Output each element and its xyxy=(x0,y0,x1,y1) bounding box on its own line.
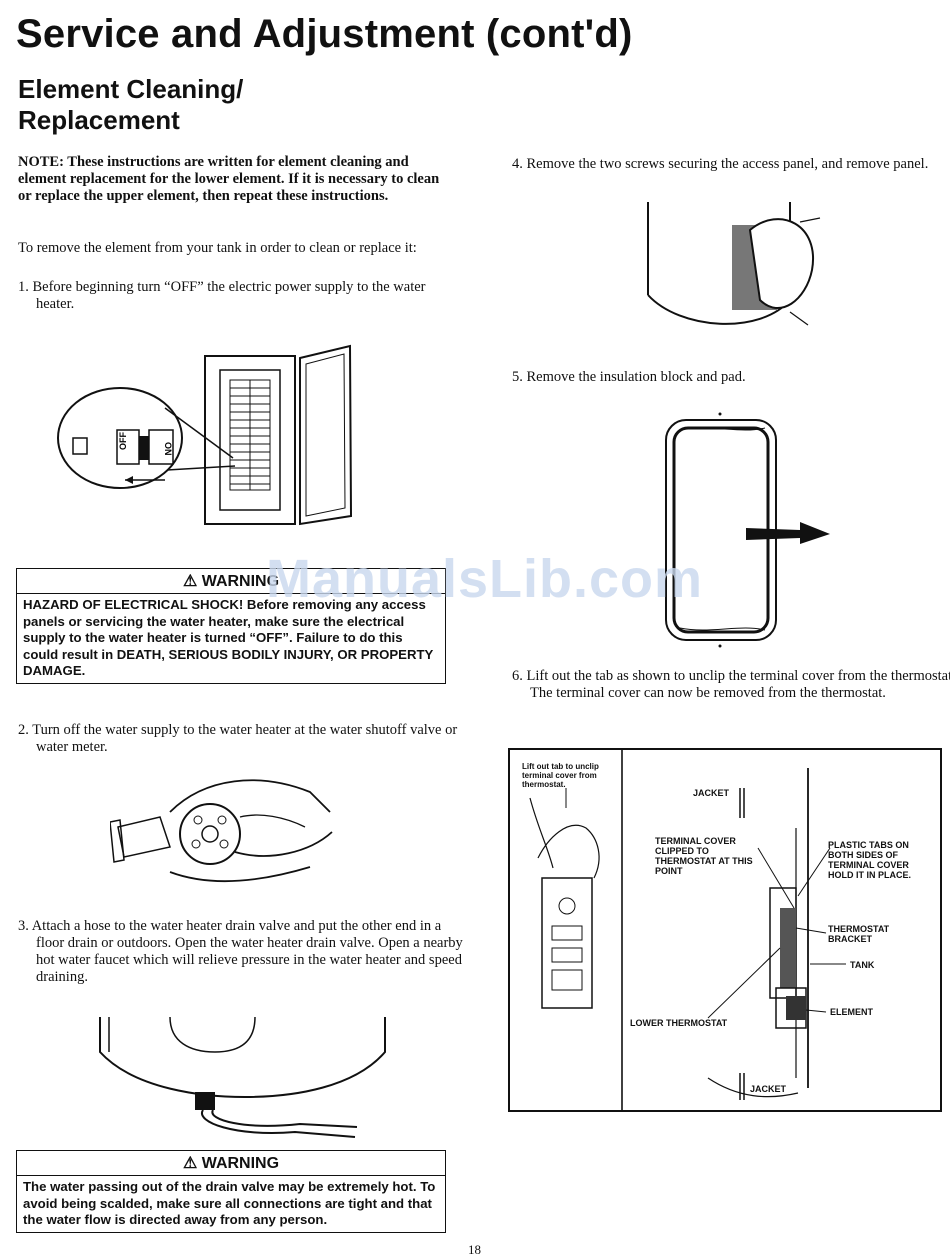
label-terminal-cover: TERMINAL COVER CLIPPED TO THERMOSTAT AT … xyxy=(655,836,753,876)
breaker-on-label: ON xyxy=(163,442,173,456)
warning-box-electrical: ⚠ WARNING HAZARD OF ELECTRICAL SHOCK! Be… xyxy=(16,568,446,684)
label-lower-thermostat: LOWER THERMOSTAT xyxy=(630,1018,728,1028)
label-plastic-tabs: PLASTIC TABS ON BOTH SIDES OF TERMINAL C… xyxy=(828,840,911,880)
label-tank: TANK xyxy=(850,960,875,970)
drain-valve-illustration xyxy=(99,1016,386,1138)
label-jacket-bottom: JACKET xyxy=(750,1084,787,1094)
access-panel-illustration xyxy=(647,202,821,326)
label-jacket-top: JACKET xyxy=(693,788,730,798)
step-1: 1. Before beginning turn “OFF” the elect… xyxy=(18,279,426,312)
insulation-block-illustration xyxy=(665,412,830,648)
step-2: 2. Turn off the water supply to the wate… xyxy=(18,722,458,755)
warning-box-hot-water: ⚠ WARNING The water passing out of the d… xyxy=(16,1150,446,1233)
subtitle-line-2: Replacement xyxy=(18,105,180,135)
note-paragraph: NOTE: These instructions are written for… xyxy=(18,154,440,204)
terminal-cover-diagram xyxy=(508,748,942,1112)
warning-title: ⚠ WARNING xyxy=(17,1151,445,1176)
step-4: 4. Remove the two screws securing the ac… xyxy=(512,156,929,172)
step-5: 5. Remove the insulation block and pad. xyxy=(512,369,746,385)
section-subtitle: Element Cleaning/ Replacement xyxy=(18,74,243,136)
warning-body: HAZARD OF ELECTRICAL SHOCK! Before remov… xyxy=(23,597,434,678)
page-title: Service and Adjustment (cont'd) xyxy=(16,12,633,56)
intro-paragraph: To remove the element from your tank in … xyxy=(18,240,417,256)
label-thermostat-bracket: THERMOSTAT BRACKET xyxy=(828,924,890,944)
subtitle-line-1: Element Cleaning/ xyxy=(18,74,244,104)
shutoff-valve-illustration xyxy=(110,779,333,882)
label-lift-tab: Lift out tab to unclip terminal cover fr… xyxy=(522,762,599,789)
page-number: 18 xyxy=(468,1242,481,1257)
warning-title: ⚠ WARNING xyxy=(17,569,445,594)
watermark: ManualsLib.com xyxy=(266,549,704,609)
step-3: 3. Attach a hose to the water heater dra… xyxy=(18,918,463,985)
breaker-panel-illustration: OFF ON xyxy=(57,344,353,526)
step-6: 6. Lift out the tab as shown to unclip t… xyxy=(512,668,950,701)
label-element: ELEMENT xyxy=(830,1007,874,1017)
breaker-off-label: OFF xyxy=(118,432,128,450)
warning-body: The water passing out of the drain valve… xyxy=(23,1179,436,1227)
